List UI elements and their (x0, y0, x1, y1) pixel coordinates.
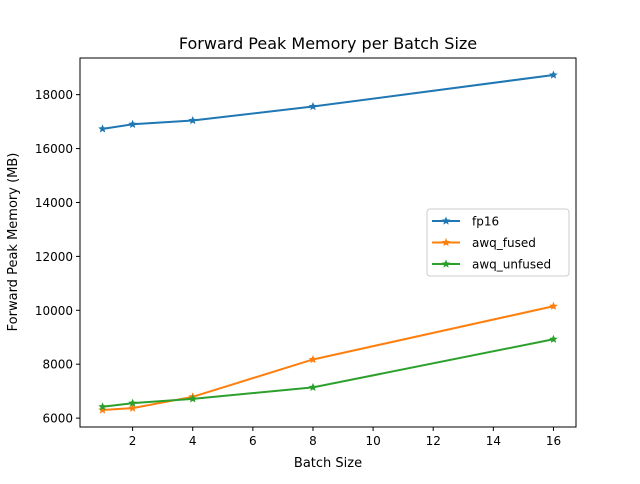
data-point-fp16 (98, 124, 107, 133)
legend-label: fp16 (472, 215, 499, 229)
legend-marker-fp16 (441, 216, 451, 225)
legend-marker-awq_unfused (441, 259, 451, 268)
y-tick-label: 6000 (42, 412, 73, 426)
legend-marker-awq_fused (441, 238, 451, 247)
data-point-awq_fused (549, 301, 558, 310)
data-point-fp16 (188, 116, 198, 125)
legend: fp16 awq_fused awq_unfused (426, 208, 570, 277)
data-point-fp16 (549, 70, 558, 79)
data-point-awq_unfused (188, 394, 198, 403)
legend-box (426, 208, 570, 277)
x-axis-label: Batch Size (294, 456, 362, 471)
x-tick-label: 2 (129, 434, 137, 448)
series-line-fp16 (102, 73, 554, 130)
y-tick-label: 16000 (35, 142, 73, 156)
x-tick-label: 10 (365, 434, 380, 448)
x-tick-label: 12 (426, 434, 441, 448)
x-tick-label: 4 (189, 434, 197, 448)
legend-label: awq_unfused (472, 258, 551, 272)
data-point-awq_fused (128, 403, 137, 412)
y-tick-label: 18000 (35, 88, 73, 102)
y-axis-label: Forward Peak Memory (MB) (6, 153, 21, 332)
x-tick-label: 14 (486, 434, 501, 448)
legend-label: awq_fused (472, 236, 536, 250)
y-tick-label: 14000 (35, 196, 73, 210)
data-point-awq_unfused (128, 398, 137, 407)
y-tick-label: 8000 (42, 358, 73, 372)
data-point-awq_unfused (98, 402, 107, 411)
data-point-awq_unfused (549, 334, 558, 343)
x-tick-label: 16 (546, 434, 561, 448)
x-tick-label: 6 (249, 434, 257, 448)
y-tick-label: 10000 (35, 304, 73, 318)
series-line-awq_unfused (102, 338, 554, 408)
plot-area-frame (79, 57, 577, 428)
data-point-awq_fused (98, 405, 107, 414)
y-tick-label: 12000 (35, 250, 73, 264)
data-point-fp16 (128, 119, 137, 128)
chart-title: Forward Peak Memory per Batch Size (179, 34, 477, 53)
series-line-awq_fused (102, 305, 554, 412)
data-point-fp16 (308, 102, 318, 111)
x-tick-label: 8 (309, 434, 317, 448)
data-point-awq_fused (308, 354, 318, 364)
data-point-awq_unfused (308, 382, 318, 392)
